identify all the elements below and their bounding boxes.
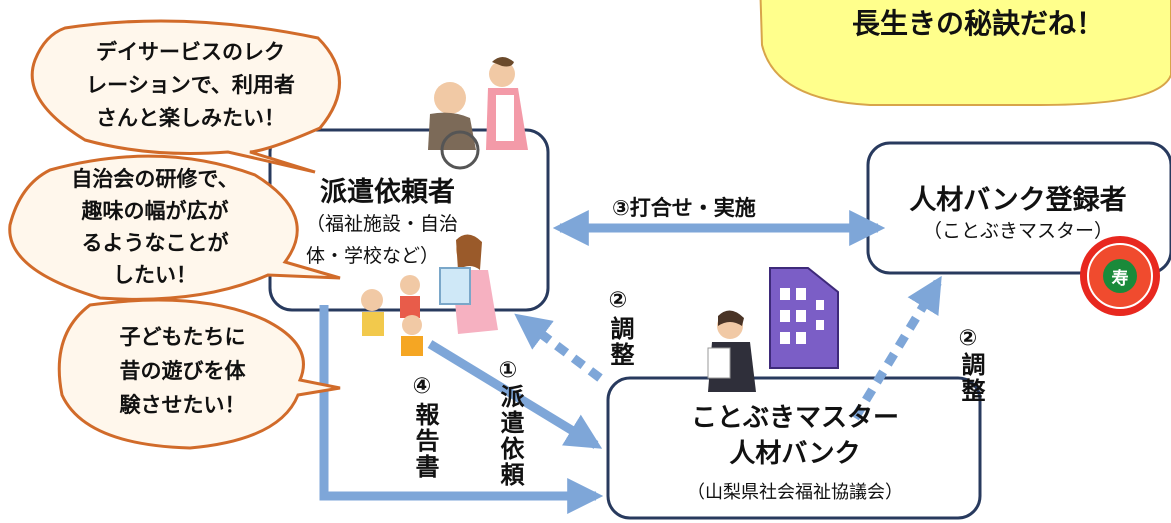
bank-title-line: ことぶきマスター bbox=[690, 403, 899, 433]
step-2a-number: ② bbox=[608, 288, 628, 313]
arrow-coordinate-requester bbox=[514, 313, 603, 382]
step-1-label: 派遣依頼 bbox=[496, 384, 524, 488]
bubble-2-line: るようなことが bbox=[81, 231, 229, 255]
bubble-2-line: 趣味の幅が広が bbox=[81, 199, 229, 223]
step-2b-number: ② bbox=[958, 326, 978, 351]
bubble-2-line: 自治会の研修で、 bbox=[71, 167, 239, 191]
bubble-3-line: 験させたい！ bbox=[119, 393, 246, 417]
registrant-title: 人材バンク登録者 bbox=[909, 185, 1127, 216]
bank-title: ことぶきマスター 人材バンク bbox=[612, 400, 978, 472]
bubble-1-line: デイサービスのレク bbox=[96, 40, 285, 64]
bank-subtitle: （山梨県社会福祉協議会） bbox=[687, 482, 903, 503]
speech-bubble-3 bbox=[57, 298, 341, 450]
speech-bubble-2-text: 自治会の研修で、 趣味の幅が広が るようなことが したい！ bbox=[20, 163, 290, 291]
step-4-number: ④ bbox=[412, 374, 432, 399]
registrant-box bbox=[866, 141, 1171, 275]
step-4-label: 報告書 bbox=[411, 402, 439, 480]
speech-bubble-2 bbox=[8, 154, 341, 301]
bubble-1-line: レーションで、利用者 bbox=[86, 73, 295, 97]
kotobuki-seal-text: 寿 bbox=[1111, 269, 1129, 289]
elderly-caregiver-illustration bbox=[428, 57, 528, 170]
children-illustration bbox=[361, 234, 498, 356]
requester-sub-line: 体・学校など） bbox=[306, 245, 440, 267]
step-3-label: ③打合せ・実施 bbox=[612, 196, 756, 220]
bubble-1-line: さんと楽しみたい！ bbox=[96, 106, 285, 130]
step-2a-label: 調整 bbox=[606, 316, 634, 368]
speech-bubble-1-text: デイサービスのレク レーションで、利用者 さんと楽しみたい！ bbox=[48, 36, 333, 135]
arrow-coordinate-registrant bbox=[851, 275, 942, 421]
arrow-report bbox=[319, 305, 604, 514]
step-1-number: ① bbox=[498, 358, 518, 383]
bank-box bbox=[606, 376, 982, 520]
building-icon bbox=[769, 267, 839, 369]
arrow-request bbox=[427, 340, 603, 449]
top-speech-bubble bbox=[759, 0, 1171, 106]
top-bubble-text: 長生きの秘訣だね！ bbox=[852, 7, 1105, 40]
speech-bubble-3-text: 子どもたちに 昔の遊びを体 験させたい！ bbox=[70, 320, 295, 422]
requester-sub-line: （福祉施設・自治 bbox=[306, 213, 459, 235]
bubble-3-line: 昔の遊びを体 bbox=[119, 359, 246, 383]
requester-title: 派遣依頼者 bbox=[320, 177, 455, 208]
step-2b-label: 調整 bbox=[957, 352, 985, 404]
bubble-2-line: したい！ bbox=[113, 263, 197, 287]
bank-title-line: 人材バンク bbox=[729, 439, 861, 469]
speech-bubble-1 bbox=[30, 19, 341, 174]
requester-subtitle: （福祉施設・自治 体・学校など） bbox=[306, 208, 458, 272]
kotobuki-seal-icon bbox=[1080, 236, 1160, 316]
bubble-3-line: 子どもたちに bbox=[119, 325, 246, 349]
staff-illustration bbox=[707, 310, 756, 392]
registrant-subtitle: （ことぶきマスター） bbox=[922, 220, 1113, 242]
